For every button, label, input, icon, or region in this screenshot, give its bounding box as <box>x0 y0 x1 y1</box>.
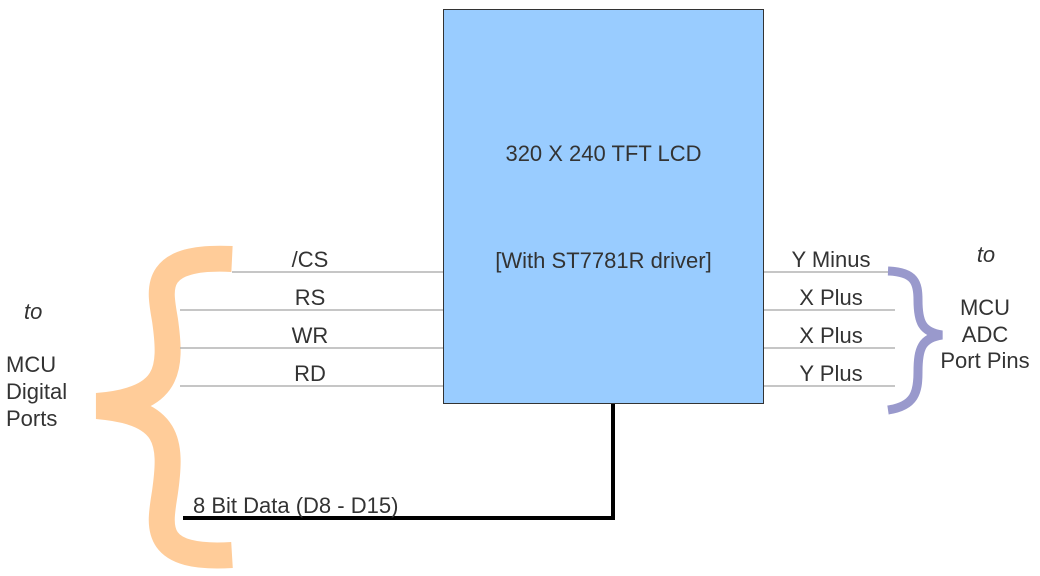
left-target-line-1: MCU <box>6 352 57 377</box>
signal-label-rs: RS <box>294 285 326 310</box>
right-target-line-1: MCU <box>959 295 1011 320</box>
right-brace <box>887 266 943 415</box>
lcd-title: 320 X 240 TFT LCD <box>505 141 702 166</box>
signal-label-cs: /CS <box>291 247 329 272</box>
data-bus-label: 8 Bit Data (D8 - D15) <box>193 493 399 518</box>
left-target-line-3: Ports <box>6 406 58 431</box>
signal-label-y-plus: Y Plus <box>799 361 863 386</box>
left-target-to: to <box>24 299 43 324</box>
right-target-line-2: ADC <box>961 322 1009 347</box>
signal-label-rd: RD <box>294 361 326 386</box>
signal-label-x-plus-2: X Plus <box>799 323 863 348</box>
signal-label-y-minus: Y Minus <box>791 247 871 272</box>
lcd-block <box>443 9 764 404</box>
signal-label-wr: WR <box>291 323 329 348</box>
left-brace <box>95 245 233 569</box>
right-target-line-3: Port Pins <box>940 348 1030 373</box>
signal-label-x-plus-1: X Plus <box>799 285 863 310</box>
data-bus-line <box>183 404 615 520</box>
lcd-driver-label: [With ST7781R driver] <box>495 248 712 273</box>
left-target-line-2: Digital <box>6 379 68 404</box>
right-target-to: to <box>976 242 996 267</box>
